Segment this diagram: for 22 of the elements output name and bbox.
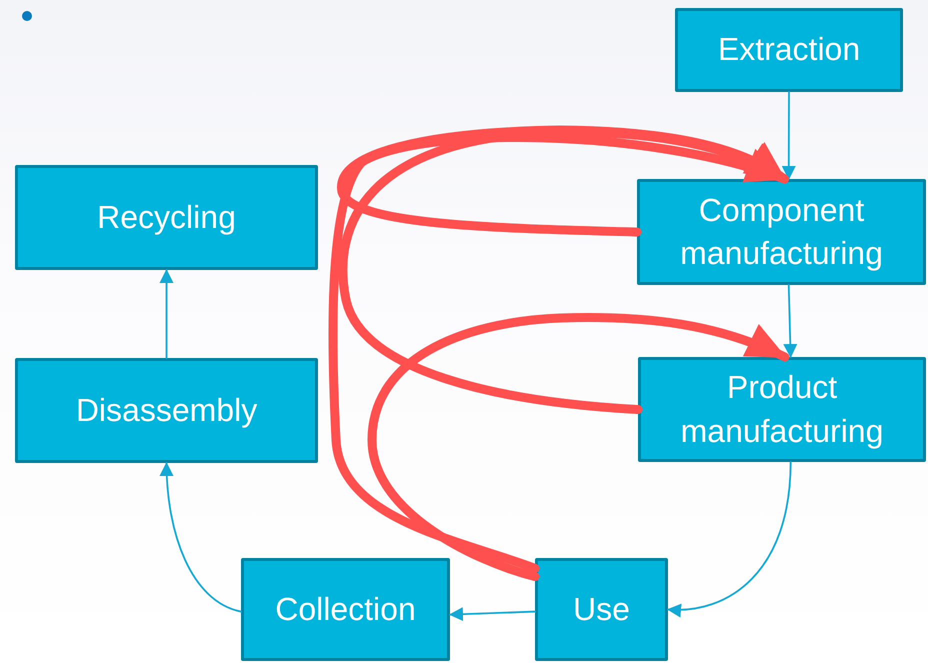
process-box <box>241 558 450 661</box>
arrow <box>449 607 536 622</box>
process-box <box>638 357 926 462</box>
box-label: Disassembly <box>74 390 258 430</box>
process-box <box>637 179 926 285</box>
arrow <box>667 461 792 617</box>
box-label: Collection <box>274 590 417 629</box>
arrow <box>338 126 789 236</box>
process-box <box>675 8 903 92</box>
box-label: Use <box>572 590 631 629</box>
arrow <box>160 462 242 612</box>
arrow <box>368 313 790 582</box>
box-label: Component manufacturing <box>679 190 884 273</box>
arrow <box>782 91 796 180</box>
process-box <box>15 165 318 270</box>
arrow <box>160 269 174 359</box>
process-box <box>15 358 318 463</box>
box-label: Recycling <box>96 198 237 237</box>
arrow <box>783 284 798 358</box>
box-label: Product manufacturing <box>680 368 884 451</box>
box-label: Extraction <box>716 30 862 70</box>
process-box <box>535 558 668 661</box>
